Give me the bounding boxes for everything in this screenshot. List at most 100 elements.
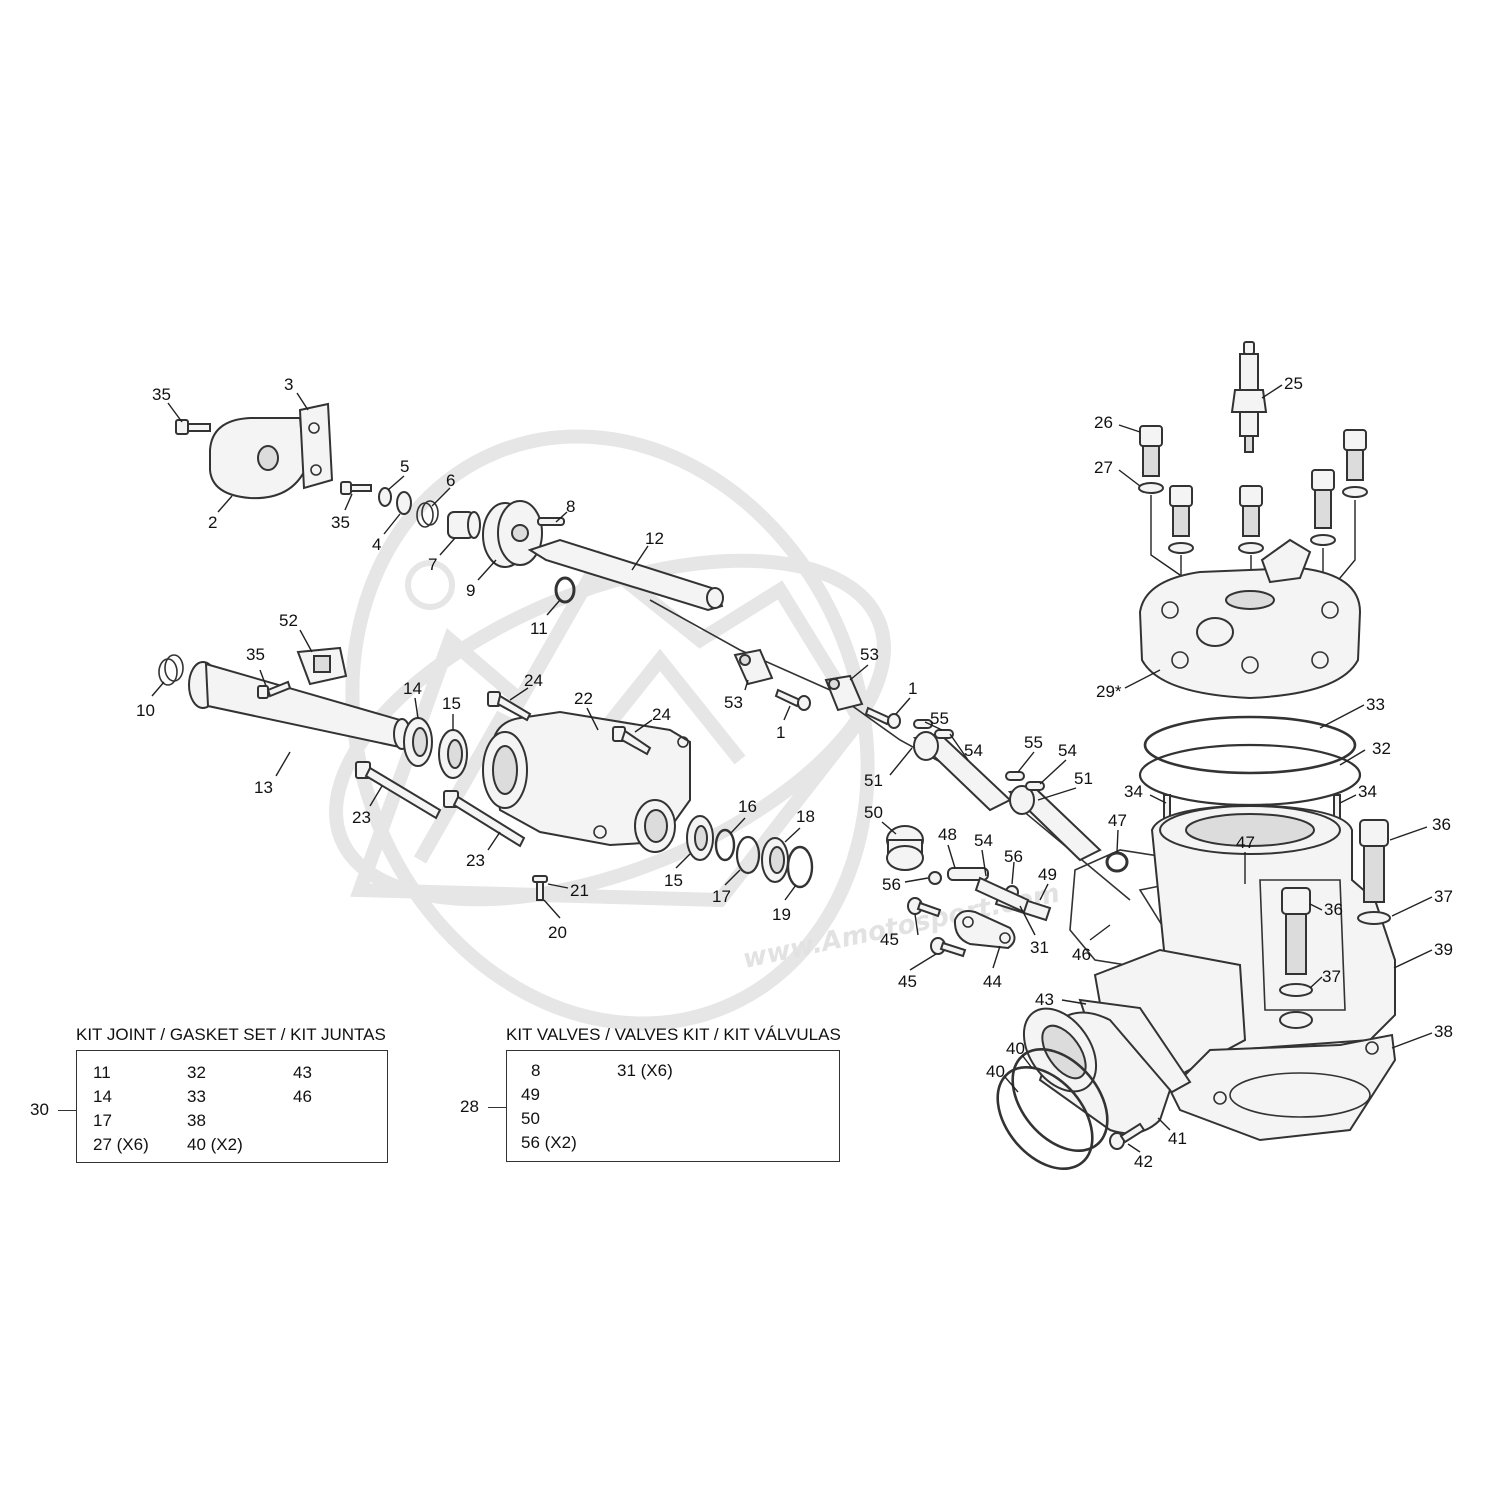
part-control-cable bbox=[649, 599, 1131, 901]
kit-valves-item: 49 bbox=[521, 1085, 540, 1104]
kit-valves-ref-line bbox=[488, 1107, 506, 1108]
part-bearing-15b bbox=[686, 815, 714, 861]
callout-5: 5 bbox=[400, 457, 409, 476]
part-bolt-24a bbox=[487, 691, 532, 722]
callout-24: 24 bbox=[652, 705, 671, 724]
part-pin-54a bbox=[934, 729, 954, 739]
callout-7: 7 bbox=[428, 555, 437, 574]
kit-gasket-item: 43 bbox=[293, 1063, 312, 1082]
callout-53: 53 bbox=[724, 693, 743, 712]
part-oring-32 bbox=[1138, 743, 1362, 807]
kit-gasket-ref: 30 bbox=[30, 1100, 49, 1119]
kit-gasket-ref-line bbox=[58, 1110, 76, 1111]
callout-56: 56 bbox=[882, 875, 901, 894]
callout-33: 33 bbox=[1366, 695, 1385, 714]
callout-24: 24 bbox=[524, 671, 543, 690]
part-head-bolt-26e bbox=[1342, 429, 1368, 498]
part-bolt-45b bbox=[930, 937, 967, 958]
callout-56: 56 bbox=[1004, 847, 1023, 866]
callout-8: 8 bbox=[566, 497, 575, 516]
callout-55: 55 bbox=[930, 709, 949, 728]
kit-valves-ref: 28 bbox=[460, 1097, 479, 1116]
part-lever-31 bbox=[974, 876, 1030, 914]
kit-valves-item: 50 bbox=[521, 1109, 540, 1128]
callout-47: 47 bbox=[1236, 833, 1255, 852]
callout-53: 53 bbox=[860, 645, 879, 664]
callout-19: 19 bbox=[772, 905, 791, 924]
kit-gasket-item: 38 bbox=[187, 1111, 206, 1130]
part-oring-47a bbox=[1105, 851, 1129, 873]
kit-gasket-item: 11 bbox=[93, 1063, 111, 1082]
kit-gasket-item: 14 bbox=[93, 1087, 112, 1106]
callout-16: 16 bbox=[738, 797, 757, 816]
part-base-gasket-38 bbox=[1168, 1033, 1397, 1142]
callout-55: 55 bbox=[1024, 733, 1043, 752]
part-bushing-7 bbox=[447, 511, 481, 539]
callout-40: 40 bbox=[1006, 1039, 1025, 1058]
part-washer-17 bbox=[735, 835, 761, 875]
part-drain-screw-20 bbox=[532, 875, 548, 901]
part-pin-54b bbox=[1025, 781, 1045, 791]
part-circlip-19 bbox=[786, 845, 814, 889]
part-bolt-42 bbox=[1109, 1122, 1146, 1150]
callout-39: 39 bbox=[1434, 940, 1453, 959]
callout-40: 40 bbox=[986, 1062, 1005, 1081]
part-washer-5 bbox=[378, 487, 392, 507]
callout-52: 52 bbox=[279, 611, 298, 630]
kit-valves-item: 31 (X6) bbox=[617, 1061, 673, 1080]
part-bolt-45a bbox=[907, 897, 942, 918]
callout-15: 15 bbox=[664, 871, 683, 890]
part-bolt-1b bbox=[864, 706, 901, 729]
callout-32: 32 bbox=[1372, 739, 1391, 758]
kit-valves-title: KIT VALVES / VALVES KIT / KIT VÁLVULAS bbox=[506, 1025, 841, 1044]
callout-54: 54 bbox=[964, 741, 983, 760]
kit-gasket-item: 27 (X6) bbox=[93, 1135, 149, 1154]
callout-labels: 35 3 2 35 5 4 6 7 9 8 12 11 52 35 10 13 … bbox=[136, 374, 1453, 1171]
part-pin-55b bbox=[1005, 771, 1025, 781]
kit-gasket-item: 40 (X2) bbox=[187, 1135, 243, 1154]
callout-27: 27 bbox=[1094, 458, 1113, 477]
kit-gasket-item: 32 bbox=[187, 1063, 206, 1082]
part-bolt-24b bbox=[612, 726, 652, 756]
part-tube-13 bbox=[188, 661, 411, 750]
callout-17: 17 bbox=[712, 887, 731, 906]
callout-23: 23 bbox=[466, 851, 485, 870]
part-ring-56a bbox=[928, 871, 942, 885]
callout-43: 43 bbox=[1035, 990, 1054, 1009]
part-bolt-36a bbox=[1359, 819, 1389, 903]
callout-11: 11 bbox=[530, 619, 548, 638]
part-head-bolt-26c bbox=[1238, 485, 1264, 554]
part-washer-37b bbox=[1279, 983, 1313, 997]
callout-37: 37 bbox=[1434, 887, 1453, 906]
part-bracket-44 bbox=[953, 910, 1016, 950]
callout-42: 42 bbox=[1134, 1152, 1153, 1171]
kit-valves-item: 8 bbox=[531, 1061, 541, 1080]
part-head-bolt-26d bbox=[1310, 469, 1336, 546]
part-cap-50 bbox=[886, 825, 924, 871]
callout-45: 45 bbox=[880, 930, 899, 949]
part-circlip-16 bbox=[714, 828, 736, 862]
part-pulley-9 bbox=[482, 500, 543, 568]
part-head-bolt-26a bbox=[1138, 425, 1164, 494]
part-spring-6 bbox=[416, 500, 439, 528]
part-valve-51a bbox=[912, 731, 1012, 812]
callout-37: 37 bbox=[1322, 967, 1341, 986]
part-bolt-23b bbox=[443, 790, 526, 848]
callout-31: 31 bbox=[1030, 938, 1049, 957]
callout-51: 51 bbox=[1074, 769, 1093, 788]
kit-gasket-title: KIT JOINT / GASKET SET / KIT JUNTAS bbox=[76, 1025, 386, 1044]
callout-54: 54 bbox=[974, 831, 993, 850]
part-head-bolt-26b bbox=[1168, 485, 1194, 554]
part-seal-18 bbox=[761, 837, 789, 883]
part-plate-3 bbox=[298, 402, 334, 490]
callout-6: 6 bbox=[446, 471, 455, 490]
part-valve-51b bbox=[1007, 785, 1102, 862]
callout-49: 49 bbox=[1038, 865, 1057, 884]
callout-47: 47 bbox=[1108, 811, 1127, 830]
part-oring-11 bbox=[554, 576, 576, 604]
callout-2: 2 bbox=[208, 513, 217, 532]
part-seal-14 bbox=[403, 717, 433, 767]
part-bearing-15a bbox=[438, 729, 468, 779]
callout-26: 26 bbox=[1094, 413, 1113, 432]
